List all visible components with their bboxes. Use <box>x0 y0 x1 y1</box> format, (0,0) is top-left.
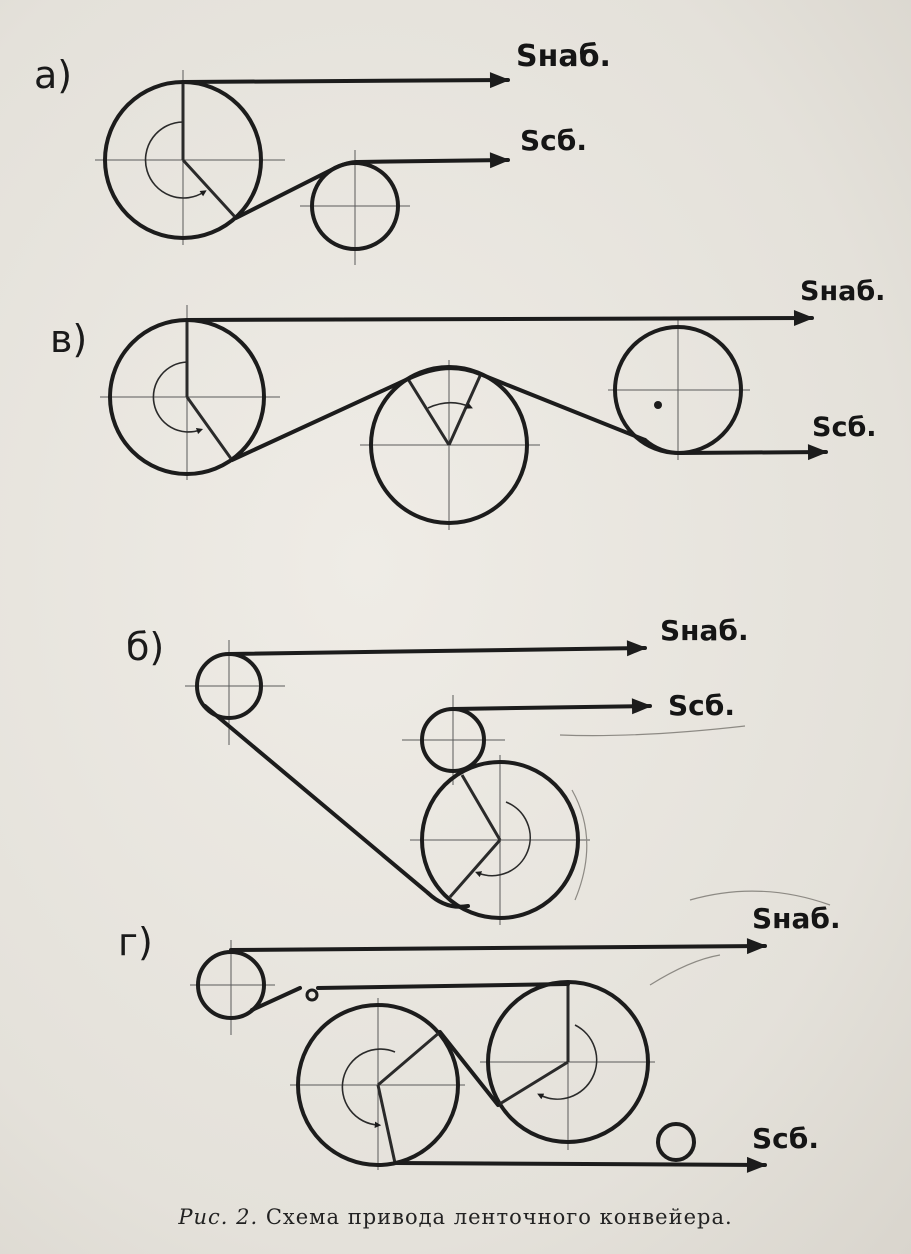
panel-b-label: б) <box>126 625 164 669</box>
wrap-angle-arc <box>537 1024 598 1100</box>
s-slack-label: Sсб. <box>520 124 587 157</box>
wrap-angle-radii <box>497 983 570 1107</box>
guide-roller <box>305 988 319 1002</box>
wrap-angle-arc <box>341 1048 396 1128</box>
belt-segment <box>438 1030 500 1107</box>
wrap-angle-radii <box>448 774 502 898</box>
panel-g: г) Sнаб. Sсб. <box>118 890 841 1173</box>
panel-v-label: в) <box>50 317 87 361</box>
belt-segment <box>643 438 682 455</box>
s-slack-label: Sсб. <box>752 1122 819 1155</box>
figure-number: Рис. 2. <box>178 1205 259 1229</box>
sketch-line <box>571 789 588 901</box>
belt-slack-side <box>678 444 828 461</box>
belt-tight-side <box>181 72 510 89</box>
wrap-angle-arc <box>427 401 473 409</box>
caption-text: Схема привода ленточного конвейера. <box>265 1205 733 1229</box>
belt-tight-side <box>229 938 767 955</box>
wrap-angle-arc <box>144 121 207 199</box>
belt-segment <box>478 372 647 442</box>
deflection-pulley <box>196 950 266 1020</box>
belt-tight-side <box>185 310 814 327</box>
s-tight-label: Sнаб. <box>752 902 841 935</box>
belt-segment <box>203 704 430 895</box>
wrap-angle-arc <box>152 361 204 435</box>
belt-segment <box>234 166 337 220</box>
figure-caption: Рис. 2. Схема привода ленточного конвейе… <box>0 1205 911 1229</box>
drive-pulley <box>420 760 580 920</box>
panel-g-label: г) <box>118 920 153 964</box>
wrap-angle-radii <box>406 375 482 446</box>
belt-segment <box>230 377 410 462</box>
belt-segment <box>250 986 302 1012</box>
wrap-angle-radii <box>376 1030 441 1164</box>
belt-segment <box>426 891 470 909</box>
snub-pulley <box>656 1122 696 1162</box>
s-slack-label: Sсб. <box>668 689 735 722</box>
drive-pulley <box>296 1003 460 1167</box>
belt-tight-side <box>227 640 647 657</box>
wrap-angle-arc <box>475 801 531 878</box>
s-slack-label: Sсб. <box>812 412 877 443</box>
belt-slack-side <box>393 1156 767 1173</box>
belt-segment <box>406 366 482 381</box>
s-tight-label: Sнаб. <box>660 614 749 647</box>
belt-slack-side <box>355 152 510 169</box>
belt-slack-side <box>451 698 652 715</box>
sketch-line <box>689 890 831 906</box>
panel-b: б) Sнаб. Sсб. <box>126 614 749 925</box>
ink-spot <box>654 401 662 409</box>
s-tight-label: Sнаб. <box>516 39 611 74</box>
panel-v: в) Sнаб. Sсб. <box>50 276 885 530</box>
panel-a: а) Sнаб. Sсб. <box>34 39 611 265</box>
sketch-line <box>559 725 746 737</box>
sketch-line <box>649 954 721 986</box>
panel-a-label: а) <box>34 53 72 97</box>
wrap-angle-radii <box>185 322 234 461</box>
belt-segment <box>316 982 570 990</box>
s-tight-label: Sнаб. <box>800 276 885 307</box>
